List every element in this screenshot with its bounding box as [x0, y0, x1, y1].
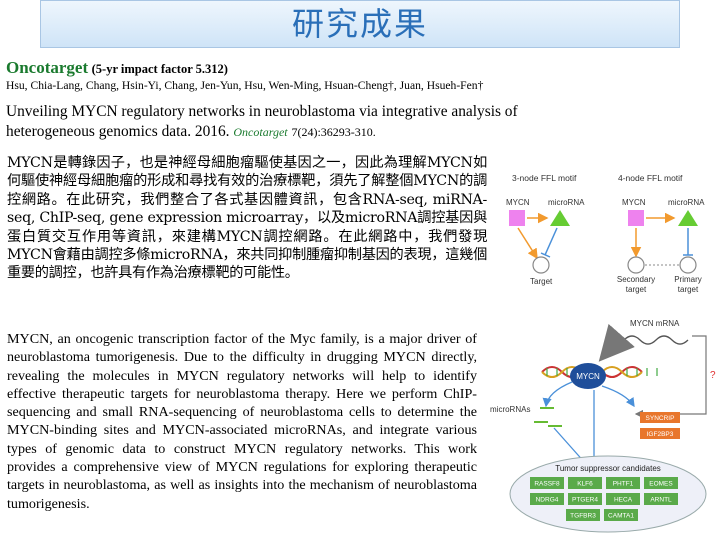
gene-box: [568, 477, 602, 489]
gene-box: [644, 477, 678, 489]
question-mark: ?: [710, 370, 716, 381]
motif4-mycn-node: [628, 210, 644, 226]
paper-title-block: Unveiling MYCN regulatory networks in ne…: [6, 102, 606, 142]
ffl-motif-figure: 3-node FFL motif MYCN microRNA Target 4-…: [506, 173, 705, 294]
syncrip-box: [640, 412, 680, 423]
gene-box: [644, 493, 678, 505]
motif4-title: 4-node FFL motif: [618, 173, 683, 183]
paper-citation: 7(24):36293-310.: [291, 125, 376, 139]
mycn-node-label: MYCN: [576, 372, 600, 381]
gene-label: RASSF8: [534, 481, 560, 488]
tsg-title: Tumor suppressor candidates: [555, 464, 661, 473]
microrna-icons: [534, 407, 562, 427]
impact-factor: (5-yr impact factor 5.312): [91, 62, 228, 76]
motif3-mycn-label: MYCN: [506, 198, 530, 207]
paper-title: Unveiling MYCN regulatory networks in ne…: [6, 103, 518, 140]
motif3-mycn-node: [509, 210, 525, 226]
motif3-title: 3-node FFL motif: [512, 173, 577, 183]
gene-label: TGFBR3: [570, 513, 596, 520]
motif4-mirna-node: [678, 210, 698, 226]
slide-title: 研究成果: [291, 5, 428, 43]
gene-box: [606, 477, 640, 489]
gene-label: CAMTA1: [608, 513, 634, 520]
gene-label: PTGER4: [572, 497, 598, 504]
mycn-mrna-label: MYCN mRNA: [630, 319, 680, 328]
motif4-secondary-label-2: target: [626, 285, 647, 294]
motif3-mirna-label: microRNA: [548, 198, 585, 207]
slide-title-bar: 研究成果: [40, 0, 680, 48]
motif4-mycn-label: MYCN: [622, 198, 646, 207]
microrna-label: microRNAs: [490, 405, 530, 414]
gene-label: ARNTL: [650, 497, 672, 504]
mycn-protein-node: [570, 363, 606, 389]
gene-label: PHTF1: [613, 481, 634, 488]
gene-label: NDRG4: [536, 497, 559, 504]
mycn-mrna-wave: [623, 335, 689, 345]
gene-box: [530, 477, 564, 489]
motif3-mirna-node: [550, 210, 570, 226]
gene-boxes: RASSF8 KLF6 PHTF1 EOMES NDRG4 PTGER4 HECA ARNTL…: [530, 477, 678, 521]
igf2bp3-box: [640, 428, 680, 439]
motif4-mirna-label: microRNA: [668, 198, 705, 207]
gene-label: HECA: [614, 497, 633, 504]
motif4-primary-label: Primary: [674, 275, 702, 284]
gene-label: KLF6: [577, 481, 593, 488]
gene-box: [604, 509, 638, 521]
mycn-network-figure: MYCN mRNA ? MYCN microRNAs SYNCRIP IGF2B…: [490, 319, 716, 533]
journal-line: Oncotarget (5-yr impact factor 5.312): [6, 58, 228, 78]
motif4-primary-label-2: target: [678, 285, 699, 294]
gene-box: [566, 509, 600, 521]
gene-label: EOMES: [649, 481, 673, 488]
motif4-secondary-label: Secondary: [617, 275, 655, 284]
gene-box: [568, 493, 602, 505]
chinese-summary: MYCN是轉錄因子，也是神經母細胞瘤驅使基因之一，因此為理解MYCN如何驅使神經…: [7, 155, 487, 282]
gene-box: [606, 493, 640, 505]
motif3-target-label: Target: [530, 277, 553, 286]
gene-box: [530, 493, 564, 505]
journal-name: Oncotarget: [6, 58, 89, 77]
motif4-primary-node: [679, 256, 697, 274]
english-abstract: MYCN, an oncogenic transcription factor …: [7, 331, 477, 512]
authors: Hsu, Chia-Lang, Chang, Hsin-Yi, Chang, J…: [6, 79, 484, 92]
igf2bp3-label: IGF2BP3: [647, 431, 674, 438]
motif4-secondary-node: [627, 256, 645, 274]
motif3-target-node: [532, 256, 550, 274]
paper-journal-ref: Oncotarget: [233, 125, 288, 139]
syncrip-label: SYNCRIP: [646, 415, 675, 422]
